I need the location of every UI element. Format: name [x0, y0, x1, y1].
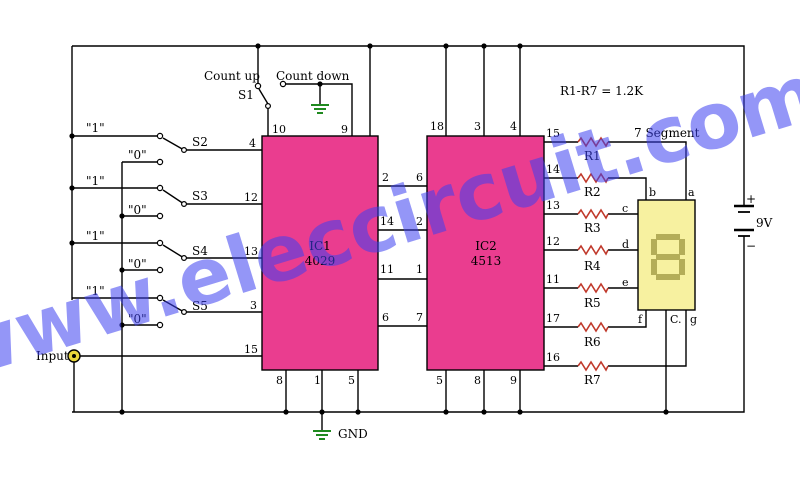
segment-b-label: b [649, 186, 656, 199]
seven-segment-digit [651, 234, 685, 280]
battery-minus: − [746, 239, 756, 253]
ground-symbol-s1 [311, 104, 329, 114]
segment-a-label: a [688, 186, 695, 199]
ic2-pin-6: 6 [416, 171, 423, 184]
r2-label: R2 [584, 185, 601, 199]
ic2-pin-2: 2 [416, 215, 423, 228]
ic1-pin-1: 1 [314, 374, 321, 387]
ic2-pin-12: 12 [546, 235, 560, 248]
ic1-pin-3: 3 [250, 299, 257, 312]
ic1-pin-8: 8 [276, 374, 283, 387]
r4-label: R4 [584, 259, 601, 273]
ic2-pin-8: 8 [474, 374, 481, 387]
switch-s4 [156, 239, 188, 274]
gnd-label: GND [338, 427, 368, 441]
ic1-part: 4029 [305, 254, 336, 268]
wires [71, 45, 745, 430]
segment-f-label: f [638, 313, 643, 326]
ic2-pin-1: 1 [416, 263, 423, 276]
ic1-pin-2: 2 [382, 171, 389, 184]
zero-label-s4: "0" [128, 257, 147, 271]
ic2-pin-17: 17 [546, 312, 560, 325]
battery-9v [734, 204, 754, 237]
ic2-pin-4: 4 [510, 120, 517, 133]
switch-s1 [254, 80, 287, 109]
ic1-pin-4: 4 [249, 137, 256, 150]
resistor-r6 [577, 321, 609, 333]
battery-plus: + [746, 192, 756, 206]
ic2-pin-16: 16 [546, 351, 560, 364]
r3-label: R3 [584, 221, 601, 235]
ground-symbol-main [313, 430, 331, 440]
one-label-s3: "1" [86, 174, 105, 188]
resistor-r4 [577, 244, 609, 256]
s1-label: S1 [238, 88, 254, 102]
ic1-pin-10: 10 [272, 123, 286, 136]
junctions [69, 43, 669, 415]
resistor-value-note: R1-R7 = 1.2K [560, 84, 644, 98]
count-down-label: Count down [276, 69, 350, 83]
ic2-body [426, 135, 545, 371]
zero-label-s2: "0" [128, 148, 147, 162]
ic2-pin-7: 7 [416, 311, 423, 324]
segment-d-label: d [622, 238, 629, 251]
segment-e-label: e [622, 276, 629, 289]
ic2-part: 4513 [471, 254, 502, 268]
resistor-r3 [577, 208, 609, 220]
ic1-name: IC1 [309, 239, 331, 253]
ic2-pin-14: 14 [546, 163, 560, 176]
ic1-pin-13: 13 [244, 245, 258, 258]
s5-label: S5 [192, 299, 208, 313]
resistor-r5 [577, 282, 609, 294]
zero-label-s5: "0" [128, 312, 147, 326]
r5-label: R5 [584, 296, 601, 310]
count-up-label: Count up [204, 69, 260, 83]
ic1-body [261, 135, 379, 371]
one-label-s5: "1" [86, 284, 105, 298]
ic2-pin-11: 11 [546, 273, 560, 286]
r6-label: R6 [584, 335, 601, 349]
ic1-pin-6: 6 [382, 311, 389, 324]
ic1-pin-12: 12 [244, 191, 258, 204]
ic2-pin-5: 5 [436, 374, 443, 387]
switch-s3 [156, 184, 188, 220]
ic1-pin-5: 5 [348, 374, 355, 387]
ic2-pin-13: 13 [546, 199, 560, 212]
ic2-pin-18: 18 [430, 120, 444, 133]
switch-s5 [156, 294, 188, 329]
resistor-r7 [577, 360, 609, 372]
input-label: Input [36, 349, 69, 363]
battery-label: 9V [756, 216, 773, 230]
ic2-pin-9: 9 [510, 374, 517, 387]
resistor-r2 [577, 172, 609, 184]
ic1-pin-9: 9 [341, 123, 348, 136]
segment-g-label: g [690, 313, 697, 326]
s3-label: S3 [192, 189, 208, 203]
segment-c-label: c [622, 202, 628, 215]
r7-label: R7 [584, 373, 601, 387]
ic1-pin-11: 11 [380, 263, 394, 276]
one-label-s4: "1" [86, 229, 105, 243]
seven-segment-display [637, 199, 696, 311]
common-label: C. [670, 313, 682, 326]
ic2-name: IC2 [475, 239, 497, 253]
zero-label-s3: "0" [128, 203, 147, 217]
ic1-pin-14: 14 [380, 215, 394, 228]
labels: Count up Count down S1 S2 S3 S4 S5 "1" "… [36, 69, 773, 441]
s2-label: S2 [192, 135, 208, 149]
s4-label: S4 [192, 244, 208, 258]
ic1-pin-15: 15 [244, 343, 258, 356]
ic2-pin-15: 15 [546, 127, 560, 140]
resistor-array [577, 136, 609, 372]
switch-s2 [156, 132, 188, 166]
r1-label: R1 [584, 149, 601, 163]
one-label-s2: "1" [86, 121, 105, 135]
input-connector [67, 349, 81, 363]
display-title: 7 Segment [634, 126, 700, 140]
resistor-r1 [577, 136, 609, 148]
ic2-pin-3: 3 [474, 120, 481, 133]
